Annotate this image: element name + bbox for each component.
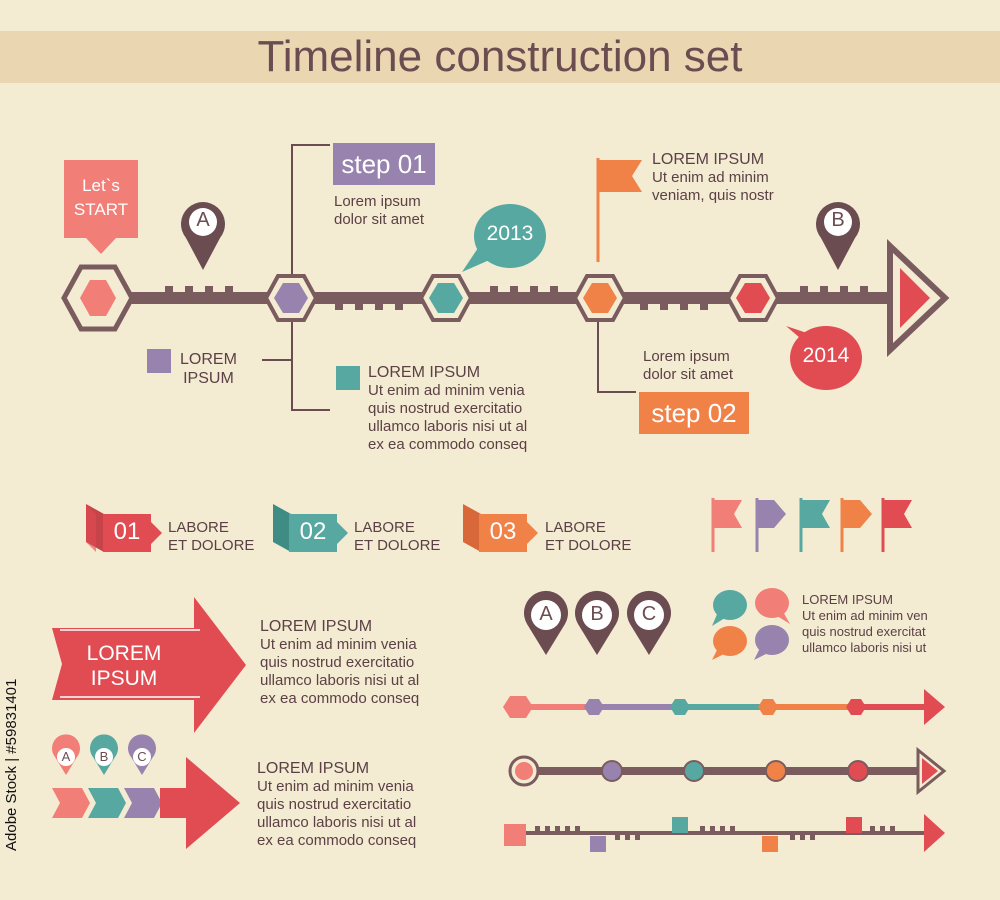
flag-icon	[598, 160, 642, 192]
bubbles-heading: LOREM IPSUM	[802, 592, 894, 607]
flag-line2: veniam, quis nostr	[652, 187, 774, 204]
bubble-2013	[474, 204, 546, 268]
bubbles-line3: ullamco laboris nisi ut	[802, 640, 927, 655]
small-pin-b-label: B	[99, 749, 109, 764]
flag-line1: Ut enim ad minim	[652, 169, 769, 186]
item-02-label: LABORE ET DOLORE	[354, 519, 440, 555]
big-arrow-label: LOREM IPSUM	[62, 641, 186, 691]
step2-text-line2: dolor sit amet	[643, 366, 734, 383]
arrow2-line4: ex ea commodo conseq	[257, 832, 417, 849]
big-arrow-line1: Ut enim ad minim venia	[260, 636, 417, 653]
step1-text: Lorem ipsum dolor sit amet	[334, 193, 424, 229]
speech-bubbles	[712, 588, 790, 660]
big-arrow-label-line2: IPSUM	[90, 667, 158, 690]
pin-a-label: A	[196, 209, 210, 231]
start-node-fill	[80, 280, 116, 316]
item-01-line1: LABORE	[168, 519, 229, 536]
item-01-label: LABORE ET DOLORE	[168, 519, 254, 555]
big-pin-c-label: C	[641, 603, 657, 625]
flags-row	[711, 498, 912, 552]
start-label-line1: Let`s	[82, 176, 120, 195]
big-arrow-heading: LOREM IPSUM	[260, 618, 373, 635]
step2-box	[639, 392, 749, 434]
arrow2-line1: Ut enim ad minim venia	[257, 778, 414, 795]
step2-text: Lorem ipsum dolor sit amet	[643, 348, 733, 384]
numbered-item-02	[273, 504, 348, 552]
item-03-label: LABORE ET DOLORE	[545, 519, 631, 555]
arrow2-line2: quis nostrud exercitatio	[257, 796, 412, 813]
arrow2-heading: LOREM IPSUM	[257, 760, 370, 777]
timeline-variant-squares	[504, 814, 945, 852]
arrow2-text-block: LOREM IPSUM Ut enim ad minim venia quis …	[257, 760, 416, 850]
bubble-2013-label: 2013	[486, 222, 534, 245]
flag-text-block: LOREM IPSUM Ut enim ad minim veniam, qui…	[652, 151, 774, 205]
start-label: Let`s START	[64, 174, 138, 222]
timeline-ticks	[165, 286, 868, 310]
big-pin-b-label: B	[590, 603, 604, 625]
small-pins	[52, 734, 156, 775]
item-02-line1: LABORE	[354, 519, 415, 536]
timeline-variant-hexagons	[503, 689, 945, 725]
timeline-arrowhead-fill	[900, 268, 930, 328]
step2-label: step 02	[651, 398, 737, 428]
step2-text-line1: Lorem ipsum	[643, 348, 730, 365]
bubble-2014	[790, 326, 862, 390]
big-pin-a-label: A	[539, 603, 553, 625]
arrow2-line3: ullamco laboris nisi ut al	[257, 814, 417, 831]
item-01-number: 01	[113, 518, 141, 545]
item-02-number: 02	[299, 518, 327, 545]
big-arrow-line3: ullamco laboris nisi ut al	[260, 672, 420, 689]
purple-square-icon	[147, 349, 171, 373]
bubbles-text-block: LOREM IPSUM Ut enim ad minim ven quis no…	[802, 592, 928, 656]
step1-text-line2: dolor sit amet	[334, 211, 425, 228]
big-arrow-banner	[52, 597, 246, 733]
lorem-mid-block: LOREM IPSUM Ut enim ad minim venia quis …	[368, 364, 527, 454]
main-timeline-bar	[125, 292, 900, 304]
item-03-line2: ET DOLORE	[545, 537, 632, 554]
pin-b-label: B	[831, 209, 845, 231]
timeline-variant-circles	[508, 746, 947, 796]
big-arrow-line2: quis nostrud exercitatio	[260, 654, 415, 671]
big-arrow-text-block: LOREM IPSUM Ut enim ad minim venia quis …	[260, 618, 419, 708]
item-01-line2: ET DOLORE	[168, 537, 255, 554]
step1-text-line1: Lorem ipsum	[334, 193, 421, 210]
lorem-mid-line2: quis nostrud exercitatio	[368, 400, 523, 417]
item-02-line2: ET DOLORE	[354, 537, 441, 554]
lorem-mid-line4: ex ea commodo conseq	[368, 436, 528, 453]
big-arrow-line4: ex ea commodo conseq	[260, 690, 420, 707]
stock-watermark: Adobe Stock | #59831401	[3, 678, 20, 852]
start-label-line2: START	[73, 200, 129, 219]
lorem-mid-heading: LOREM IPSUM	[368, 364, 481, 381]
small-pin-c-label: C	[137, 749, 147, 764]
teal-square-icon	[336, 366, 360, 390]
big-pins	[524, 590, 671, 655]
bubbles-line2: quis nostrud exercitat	[802, 624, 926, 639]
step2-connector	[597, 320, 636, 393]
item-03-number: 03	[489, 518, 517, 545]
bubbles-line1: Ut enim ad minim ven	[802, 608, 928, 623]
big-arrow-label-line1: LOREM	[86, 642, 162, 665]
flag-heading: LOREM IPSUM	[652, 151, 765, 168]
start-box	[64, 160, 138, 238]
step1-box	[333, 143, 435, 185]
lorem-left-label: LOREM IPSUM	[180, 350, 237, 388]
lorem-left-line1: LOREM	[180, 351, 237, 368]
numbered-item-01	[86, 504, 162, 552]
item-03-line1: LABORE	[545, 519, 606, 536]
page-title: Timeline construction set	[257, 32, 743, 81]
lorem-left-line2: IPSUM	[183, 370, 234, 387]
step1-label: step 01	[341, 149, 427, 179]
chevron-arrow-row	[52, 757, 240, 849]
small-pin-a-label: A	[61, 749, 71, 764]
lorem-mid-line1: Ut enim ad minim venia	[368, 382, 525, 399]
numbered-item-03	[463, 504, 538, 552]
lorem-mid-line3: ullamco laboris nisi ut al	[368, 418, 528, 435]
bubble-2014-label: 2014	[802, 344, 850, 367]
title-band	[0, 31, 1000, 83]
